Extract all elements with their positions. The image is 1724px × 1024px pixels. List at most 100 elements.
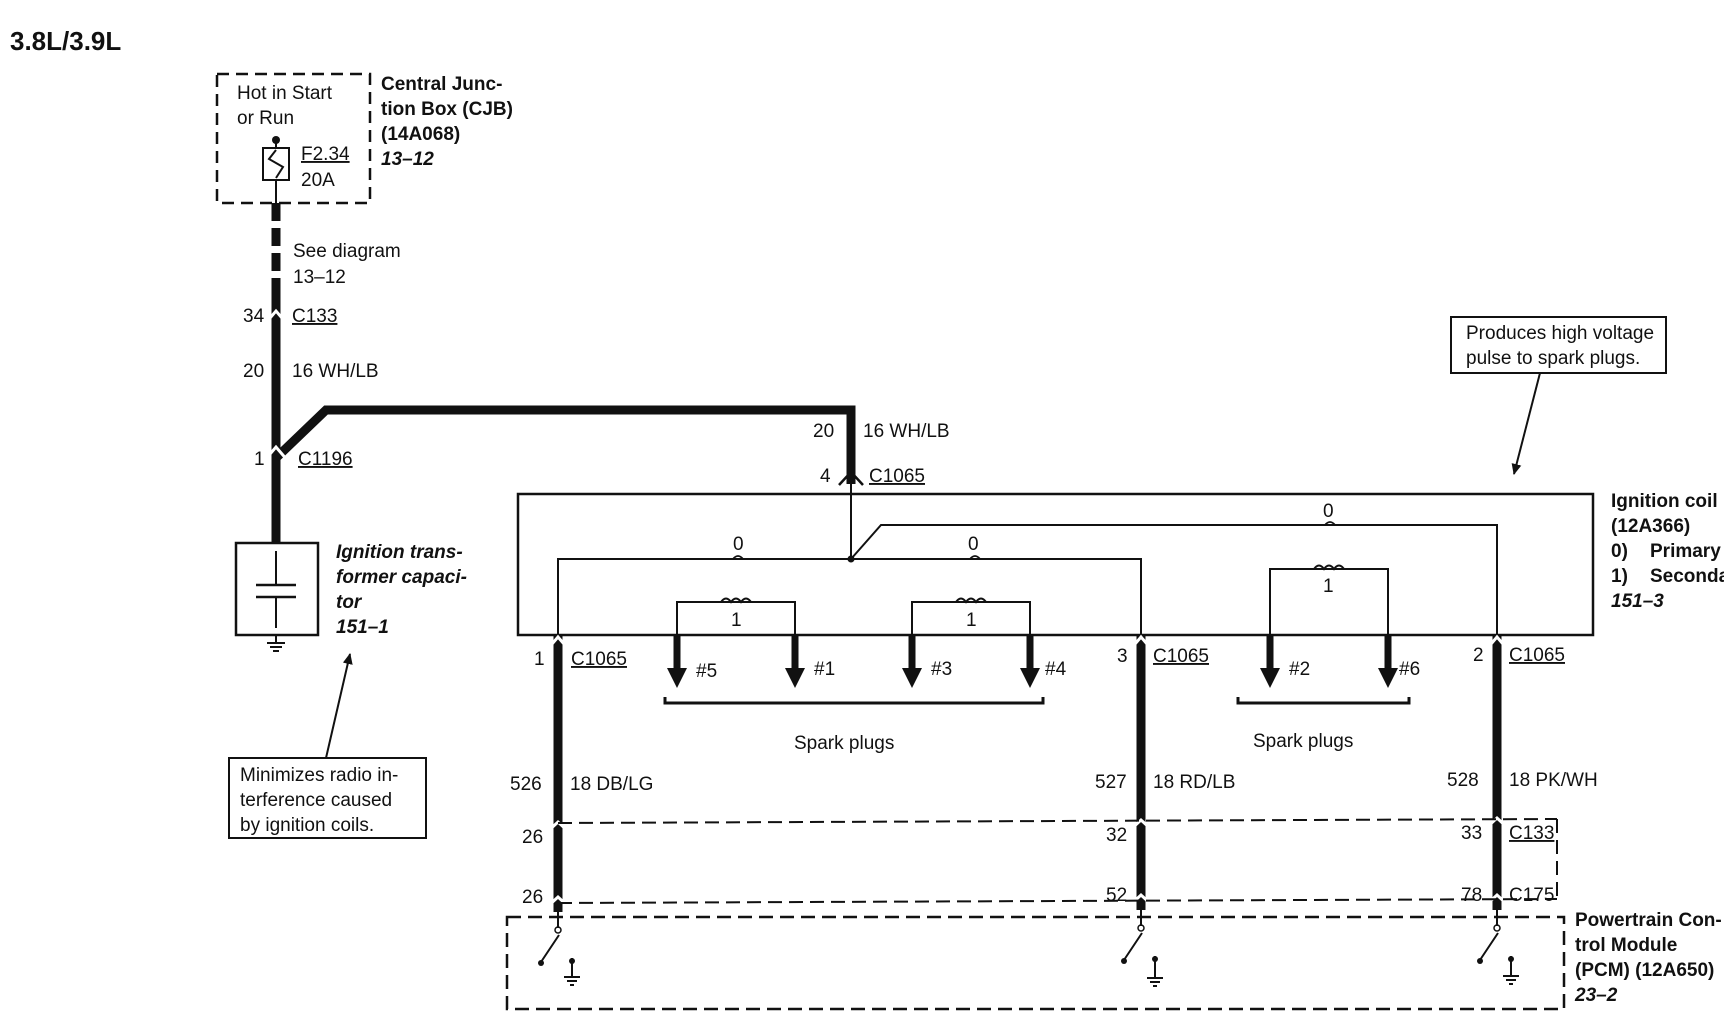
secondary-mark-1: 1 xyxy=(731,610,742,631)
coil-ref: 151–3 xyxy=(1611,591,1664,612)
spark-plugs-group2-label: Spark plugs xyxy=(1253,731,1353,752)
coil-wire-a-spec: 18 DB/LG xyxy=(570,774,653,795)
connector-c1065-1-pin: 1 xyxy=(534,649,545,670)
coil-wire-c-c133-pin: 33 xyxy=(1461,823,1482,844)
fuse-id: F2.34 xyxy=(301,144,350,165)
connector-c1196-label: C1196 xyxy=(298,449,353,470)
pcm-name-line1: Powertrain Con- xyxy=(1575,910,1722,931)
coil-wire-b xyxy=(1127,634,1155,910)
coil-wire-c-circuit: 528 xyxy=(1447,770,1479,791)
coil-wire-a xyxy=(544,634,572,912)
connector-c1196-pin: 1 xyxy=(254,449,265,470)
connector-c133-bottom xyxy=(557,818,1558,904)
pcm-name-line2: trol Module xyxy=(1575,935,1677,956)
coil-note: Produces high voltage pulse to spark plu… xyxy=(1450,316,1667,374)
spark-plug-6-arrow xyxy=(1378,635,1398,688)
coil-wire-c xyxy=(1483,634,1511,910)
coil-wire-a-c133-pin: 26 xyxy=(522,827,543,848)
see-diagram-line1: See diagram xyxy=(293,241,401,262)
coil-note-line2: pulse to spark plugs. xyxy=(1466,348,1640,369)
ground-icon xyxy=(267,635,285,652)
feed-wire-circuit: 20 xyxy=(813,421,834,442)
capacitor-name-line2: former capaci- xyxy=(336,567,467,588)
ground-icon xyxy=(564,958,580,986)
fuse-rating: 20A xyxy=(301,170,335,191)
connector-c133-top-label: C133 xyxy=(292,306,337,327)
coil-wire-a-circuit: 526 xyxy=(510,774,542,795)
spark-plug-3-label: #3 xyxy=(931,659,952,680)
primary-mark-1: 0 xyxy=(733,534,744,555)
coil-legend-key-secondary: 1) xyxy=(1611,566,1628,587)
connector-c1065-3-pin: 3 xyxy=(1117,646,1128,667)
pcm-ref: 23–2 xyxy=(1574,985,1618,1006)
spark-plug-2-arrow xyxy=(1260,635,1280,688)
connector-c1196: 1 C1196 xyxy=(254,444,353,470)
connector-c1065-in: 4 C1065 xyxy=(820,466,925,487)
spark-plug-group-2 xyxy=(1236,635,1411,705)
connector-c1065-1-label: C1065 xyxy=(571,649,627,670)
ground-icon xyxy=(1147,956,1163,987)
capacitor-note-line2: terference caused xyxy=(240,790,392,811)
main-feed-wire xyxy=(271,203,856,543)
cjb-name-line2: tion Box (CJB) xyxy=(381,99,513,120)
ignition-coil xyxy=(516,484,1595,637)
pcm-driver-switch-a xyxy=(538,912,580,986)
pcm-driver-switch-c xyxy=(1477,910,1519,985)
capacitor-note-pointer xyxy=(325,653,353,759)
see-diagram-line2: 13–12 xyxy=(293,267,346,288)
pcm-name-line3: (PCM) (12A650) xyxy=(1575,960,1714,981)
connector-c133-top: 34 C133 xyxy=(243,306,337,327)
secondary-mark-3: 1 xyxy=(1323,576,1334,597)
spark-plug-6-label: #6 xyxy=(1399,659,1420,680)
coil-legend-primary: Primary xyxy=(1650,541,1721,562)
ignition-transformer-capacitor xyxy=(234,541,320,652)
spark-plugs-group1-label: Spark plugs xyxy=(794,733,894,754)
fuse-icon xyxy=(262,147,290,181)
coil-name-line1: Ignition coil xyxy=(1611,491,1718,512)
connector-c133-bottom-label: C133 xyxy=(1509,823,1554,844)
spark-plug-4-label: #4 xyxy=(1045,659,1067,680)
powertrain-control-module xyxy=(505,910,1566,1011)
connector-c1065-2-label: C1065 xyxy=(1509,645,1565,666)
coil-name-line2: (12A366) xyxy=(1611,516,1690,537)
capacitor-ref: 151–1 xyxy=(336,617,389,638)
cjb-name-line1: Central Junc- xyxy=(381,74,502,95)
spark-plug-3-arrow xyxy=(902,635,922,688)
spark-plug-2-label: #2 xyxy=(1289,659,1310,680)
connector-c1065-2-pin: 2 xyxy=(1473,645,1484,666)
coil-note-pointer xyxy=(1511,372,1541,475)
coil-note-line1: Produces high voltage xyxy=(1466,323,1654,344)
connector-c175-label: C175 xyxy=(1509,885,1554,906)
connector-c1065-in-label: C1065 xyxy=(869,466,925,487)
capacitor-note-line1: Minimizes radio in- xyxy=(240,765,398,786)
capacitor-name-line1: Ignition trans- xyxy=(336,542,463,563)
cjb-name-line3: (14A068) xyxy=(381,124,460,145)
coil-legend-key-primary: 0) xyxy=(1611,541,1628,562)
spark-plug-5-arrow xyxy=(667,635,687,688)
coil-wire-c-c175-pin: 78 xyxy=(1461,885,1482,906)
ground-icon xyxy=(1503,956,1519,985)
primary-mark-3: 0 xyxy=(1323,501,1334,522)
primary-mark-2: 0 xyxy=(968,534,979,555)
connector-c1065-in-pin: 4 xyxy=(820,466,831,487)
page-title: 3.8L/3.9L xyxy=(10,26,121,56)
cjb-power-label-line1: Hot in Start xyxy=(237,83,333,104)
coil-wire-b-c175-pin: 52 xyxy=(1106,885,1127,906)
feed-wire-spec: 16 WH/LB xyxy=(863,421,950,442)
coil-wire-c-spec: 18 PK/WH xyxy=(1509,770,1598,791)
capacitor-note: Minimizes radio in- terference caused by… xyxy=(228,757,427,839)
spark-plug-4-arrow xyxy=(1020,635,1040,688)
secondary-mark-2: 1 xyxy=(966,610,977,631)
main-wire-circuit: 20 xyxy=(243,361,264,382)
cjb-ref: 13–12 xyxy=(381,149,434,170)
coil-legend-secondary: Secondary xyxy=(1650,566,1724,587)
spark-plug-1-label: #1 xyxy=(814,659,835,680)
coil-wire-b-c133-pin: 32 xyxy=(1106,825,1127,846)
connector-c1065-3-label: C1065 xyxy=(1153,646,1209,667)
spark-plug-5-label: #5 xyxy=(696,661,717,682)
coil-wire-b-circuit: 527 xyxy=(1095,772,1127,793)
cjb-power-label-line2: or Run xyxy=(237,108,294,129)
coil-wire-b-spec: 18 RD/LB xyxy=(1153,772,1235,793)
main-wire-spec: 16 WH/LB xyxy=(292,361,379,382)
